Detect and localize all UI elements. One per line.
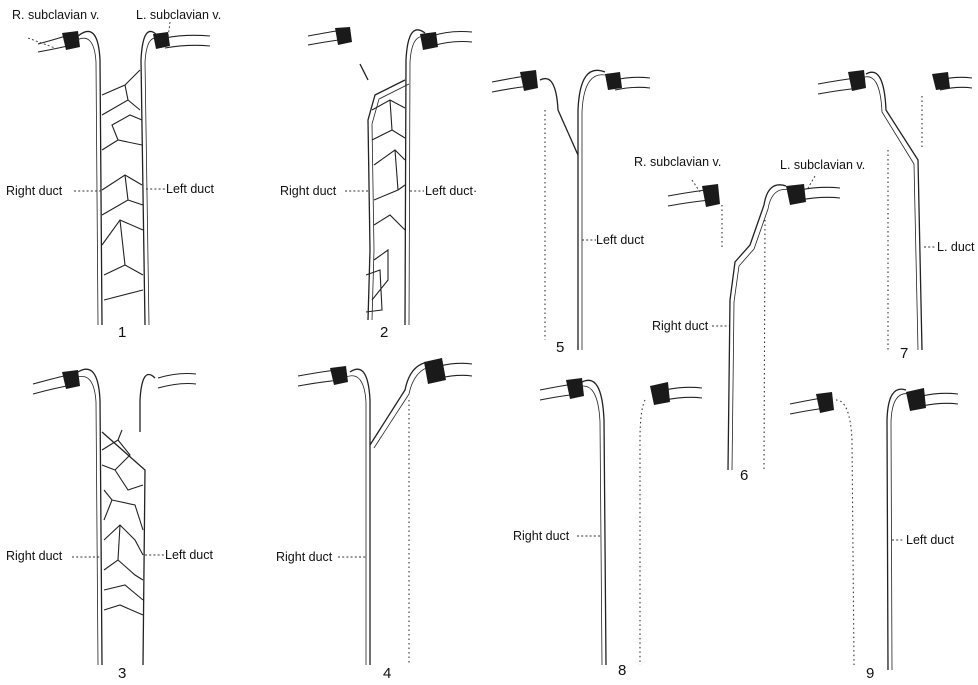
r-subclavian-label: R. subclavian v. [634,155,721,169]
duct-trunks [578,380,645,665]
right-subclavian-vein [298,366,348,386]
l-subclavian-label: L. subclavian v. [136,8,221,22]
left-subclavian-vein [158,374,196,389]
left-subclavian-vein [932,72,972,90]
duct-trunks [346,362,432,665]
right-subclavian-vein [38,31,80,52]
left-subclavian-vein [786,184,840,205]
leader [808,176,815,188]
panel-number: 4 [383,665,391,682]
panel-number: 7 [900,345,908,362]
duct-plexus [102,70,143,300]
duct-trunks [75,31,162,325]
right-subclavian-vein [790,392,834,414]
left-duct-label: Left duct [166,182,214,196]
panel-number: 5 [556,339,564,356]
panel-2: Right duct Left duct· 2 [280,27,477,341]
left-duct-label: Left duct [906,533,954,547]
duct-trunks [836,389,910,670]
leader [168,22,170,38]
duct-trunks [75,369,155,665]
duct-trunks [360,30,429,325]
leader [28,38,55,48]
right-subclavian-vein [492,70,538,92]
panel-3: Right duct Left duct 3 [6,369,213,682]
right-duct-label: Right duct [6,549,63,563]
right-subclavian-vein [540,378,584,400]
duct-trunks [540,70,609,350]
left-duct-label: Left duct [596,233,644,247]
right-subclavian-vein [818,70,866,94]
r-subclavian-label: R. subclavian v. [12,8,99,22]
duct-trunks [722,185,790,470]
leader [692,180,700,192]
right-duct-label: Right duct [6,184,63,198]
right-subclavian-vein [33,370,80,394]
duct-plexus [102,430,143,615]
right-subclavian-vein [668,184,720,207]
duct-trunks [862,72,922,350]
right-duct-label: Right duct [513,529,570,543]
left-duct-label: L. duct [937,240,975,254]
panel-number: 1 [118,324,126,341]
panel-7: L. duct 7 [818,70,975,362]
left-subclavian-vein [605,72,650,90]
l-subclavian-label: L. subclavian v. [780,158,865,172]
panel-5: Left duct 5 [492,70,650,356]
panel-number: 8 [618,662,626,679]
panel-4: Right duct 4 [276,358,472,682]
panel-8: Right duct 8 [513,378,702,679]
right-duct-label: Right duct [652,319,709,333]
panel-1: R. subclavian v. L. subclavian v. Right … [6,8,221,341]
left-subclavian-vein [420,32,472,51]
right-duct-label: Right duct [280,184,337,198]
panel-6: R. subclavian v. L. subclavian v. Right … [634,155,865,484]
panel-number: 6 [740,467,748,484]
panel-number: 3 [118,665,126,682]
left-subclavian-vein [424,358,472,384]
panel-number: 9 [866,665,874,682]
left-subclavian-vein [650,382,702,405]
right-duct-label: Right duct [276,550,333,564]
left-subclavian-vein [906,388,958,411]
panel-number: 2 [380,324,388,341]
left-duct-label: Left duct [165,548,213,562]
panel-9: Left duct 9 [790,388,958,682]
left-duct-label: Left duct· [425,184,477,198]
right-subclavian-vein [308,27,352,45]
